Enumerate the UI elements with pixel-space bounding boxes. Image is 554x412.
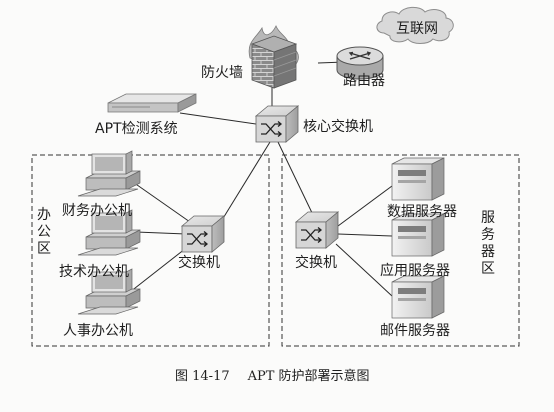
server-zone-label: 服务器区 xyxy=(481,210,495,277)
app-server-label: 应用服务器 xyxy=(380,263,450,279)
internet-label: 互联网 xyxy=(396,21,438,37)
router-icon xyxy=(336,46,384,80)
apt-system-label: APT检测系统 xyxy=(95,121,178,137)
apt-detection-appliance-icon xyxy=(107,93,197,113)
link-core-office-switch xyxy=(221,141,271,221)
router-label: 路由器 xyxy=(343,73,385,89)
server-zone-box xyxy=(281,154,520,347)
finance-pc-icon xyxy=(77,150,141,197)
office-zone-label: 办公区 xyxy=(37,207,51,257)
figure-caption: 图 14-17 APT 防护部署示意图 xyxy=(175,365,370,384)
link-office-switch-finance xyxy=(129,179,191,223)
core-switch-icon xyxy=(254,105,300,143)
mail-server-icon xyxy=(391,275,445,319)
server-switch-label: 交换机 xyxy=(295,255,337,271)
firewall-label: 防火墙 xyxy=(201,65,243,81)
data-server-icon xyxy=(391,157,445,201)
link-server-switch-app xyxy=(337,233,393,237)
hr-pc-label: 人事办公机 xyxy=(63,323,133,339)
finance-pc-label: 财务办公机 xyxy=(62,203,132,219)
app-server-icon xyxy=(391,213,445,257)
core-switch-label: 核心交换机 xyxy=(303,119,373,135)
tech-pc-label: 技术办公机 xyxy=(59,264,129,280)
data-server-label: 数据服务器 xyxy=(387,204,457,220)
hr-pc-icon xyxy=(77,268,141,315)
firewall-icon xyxy=(248,25,299,89)
link-apt-core xyxy=(179,112,257,125)
link-core-server-switch xyxy=(277,141,315,218)
link-server-switch-mail xyxy=(335,243,393,297)
cloud-icon xyxy=(376,6,454,44)
link-server-switch-data xyxy=(337,185,393,227)
mail-server-label: 邮件服务器 xyxy=(380,323,450,339)
office-switch-icon xyxy=(180,215,226,253)
server-switch-icon xyxy=(294,211,340,249)
office-zone-box xyxy=(31,154,270,347)
figure-number: 图 14-17 xyxy=(175,369,230,384)
office-switch-label: 交换机 xyxy=(178,255,220,271)
link-office-switch-tech xyxy=(135,231,187,235)
figure-title: APT 防护部署示意图 xyxy=(247,369,370,384)
tech-pc-icon xyxy=(77,209,141,256)
link-office-switch-hr xyxy=(129,244,191,293)
